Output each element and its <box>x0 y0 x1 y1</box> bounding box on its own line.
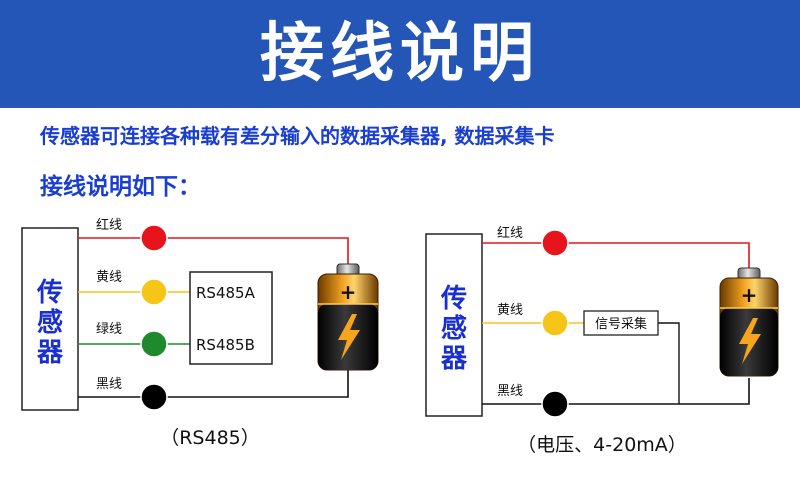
battery-icon: + <box>317 263 379 371</box>
signal-acquisition-label: 信号采集 <box>595 316 647 332</box>
wire-label-black: 黑线 <box>497 384 523 399</box>
svg-text:+: + <box>741 283 758 307</box>
diagram-rs485: 传 感 器 红线 黄线 绿线 黑线 RS485A RS485B + （RS <box>21 217 379 449</box>
green-terminal <box>140 330 168 358</box>
red-terminal <box>541 229 569 257</box>
diagram-voltage: 传 感 器 红线 黄线 黑线 信号采集 + （电压、4-20mA） <box>425 225 779 456</box>
sensor-label-char: 感 <box>37 308 63 338</box>
black-wire <box>78 370 349 398</box>
signal-acquisition-box <box>583 310 659 336</box>
black-terminal <box>541 390 569 418</box>
wire-label-green: 绿线 <box>96 322 122 337</box>
sensor-box <box>21 227 79 411</box>
wire-label-yellow: 黄线 <box>96 270 122 285</box>
sensor-label-char: 感 <box>441 314 467 344</box>
black-wire <box>482 378 750 405</box>
rs485-box <box>189 271 273 365</box>
sensor-label-char: 器 <box>36 338 64 368</box>
signal-return-wire <box>658 322 680 404</box>
wire-label-yellow: 黄线 <box>497 303 523 318</box>
red-wire <box>482 242 750 275</box>
intro-description: 传感器可连接各种载有差分输入的数据采集器, 数据采集卡 <box>40 124 555 148</box>
sensor-label-char: 传 <box>440 284 467 314</box>
diagram-caption: （RS485） <box>160 427 260 449</box>
yellow-terminal <box>140 278 168 306</box>
yellow-terminal <box>541 309 569 337</box>
diagram-caption: （电压、4-20mA） <box>517 434 687 456</box>
red-terminal <box>140 224 168 252</box>
intro-subheading: 接线说明如下： <box>40 174 201 200</box>
sensor-label-char: 器 <box>440 344 468 374</box>
wire-label-red: 红线 <box>96 217 122 233</box>
sensor-box <box>425 233 483 417</box>
page-title: 接线说明 <box>260 17 540 91</box>
black-terminal <box>140 383 168 411</box>
rs485-b-label: RS485B <box>196 336 255 354</box>
sensor-label-char: 传 <box>36 278 63 308</box>
svg-text:+: + <box>340 280 357 304</box>
wire-label-red: 红线 <box>497 225 523 241</box>
wire-label-black: 黑线 <box>96 377 122 392</box>
title-banner <box>0 0 800 108</box>
rs485-a-label: RS485A <box>196 284 256 302</box>
battery-icon: + <box>719 267 779 377</box>
